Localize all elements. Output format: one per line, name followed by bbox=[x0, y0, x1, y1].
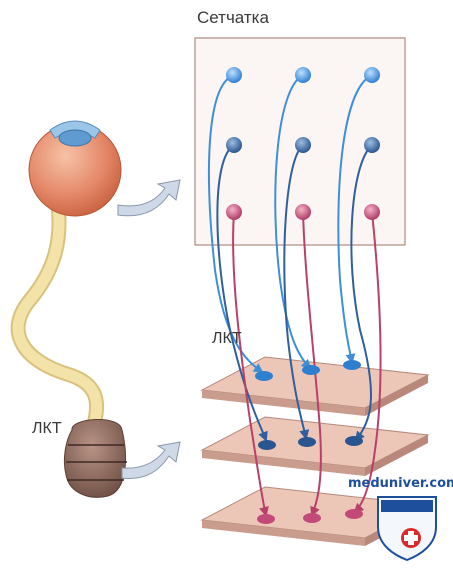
fibers-dark-blue bbox=[216, 144, 373, 442]
fibers-blue bbox=[208, 74, 373, 374]
lgn-nucleus-icon bbox=[63, 418, 127, 498]
watermark-text: meduniver.com bbox=[348, 476, 453, 491]
lgn-targets bbox=[255, 360, 363, 524]
eye-icon bbox=[28, 120, 122, 217]
retina-cells bbox=[226, 67, 380, 220]
arrow-icon bbox=[121, 441, 181, 480]
lgn-label-top: ЛКТ bbox=[212, 330, 242, 347]
fibers-magenta bbox=[232, 211, 382, 517]
medical-shield-icon bbox=[377, 496, 437, 562]
arrow-icon bbox=[117, 179, 181, 217]
retina-label: Сетчатка bbox=[197, 8, 269, 27]
lgn-label-left: ЛКТ bbox=[32, 420, 62, 437]
